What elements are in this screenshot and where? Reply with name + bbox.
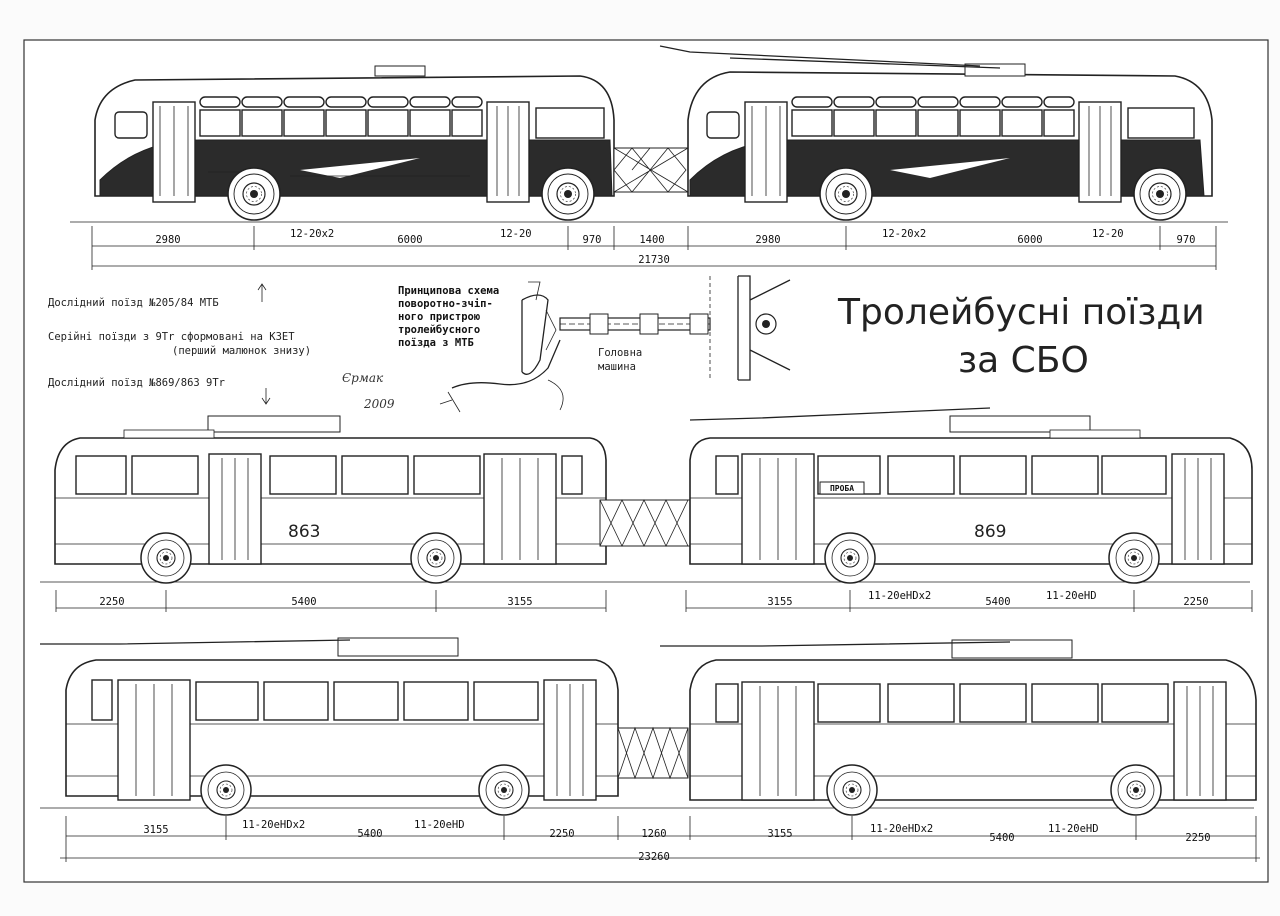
train3-tire-1: 11-20eHDx2 — [242, 819, 305, 831]
title-line-1: Тролейбусні поїзди — [837, 292, 1205, 333]
train1-total-length: 21730 — [638, 254, 670, 266]
train3-total-length: 23260 — [638, 851, 670, 863]
page-title: Тролейбусні поїзди за СБО — [837, 292, 1205, 381]
train3-dim-5: 3155 — [767, 828, 792, 840]
train2-dim-2: 5400 — [291, 596, 316, 608]
train1-dimension-row — [91, 226, 1217, 270]
coupler-note-line2: поворотно-зчіп- — [398, 298, 493, 310]
legend-item-869-863: Дослідний поїзд №869/863 9Тr — [48, 377, 225, 389]
train2-accordion-coupler — [599, 499, 691, 547]
train3-dimension-row — [60, 816, 1260, 862]
car-863: 863 — [54, 415, 607, 565]
train2-tire-2: 11-20eHD — [1046, 590, 1097, 602]
signature-year: 2009 — [363, 397, 395, 411]
signature: Єрмак 2009 — [342, 371, 395, 411]
train1-dim-2: 6000 — [397, 234, 422, 246]
legend-item-serial-sub: (перший малюнок знизу) — [172, 345, 311, 357]
coupler-note-line3: ного пристрою — [398, 311, 480, 323]
signature-name: Єрмак — [342, 371, 384, 385]
train3-dim-4: 1260 — [641, 828, 666, 840]
train1-dim-4: 1400 — [639, 234, 664, 246]
train2-dimension-row — [55, 590, 1253, 612]
train1-dim-3: 970 — [583, 234, 602, 246]
train3-tire-2: 11-20eHD — [414, 819, 465, 831]
fleet-number-869: 869 — [974, 522, 1006, 542]
train2-dim-4: 3155 — [767, 596, 792, 608]
serial-lead-car — [660, 639, 1257, 801]
arrow-down-icon — [261, 388, 271, 405]
train2-tire-1: 11-20eHDx2 — [868, 590, 931, 602]
mtb-accordion-coupler — [613, 147, 689, 193]
train1-dim-7: 970 — [1177, 234, 1196, 246]
train-9tr-serial: 3155 5400 2250 1260 3155 5400 2250 23260… — [40, 637, 1260, 863]
train3-dim-6: 5400 — [989, 832, 1014, 844]
serial-trailer-car — [40, 637, 619, 801]
arrow-up-icon — [257, 283, 267, 302]
train3-dim-1: 3155 — [143, 824, 168, 836]
legend: Дослідний поїзд №205/84 МТБ Серійні поїз… — [48, 283, 311, 405]
train3-dim-7: 2250 — [1185, 832, 1210, 844]
legend-item-205-84: Дослідний поїзд №205/84 МТБ — [48, 297, 219, 309]
title-line-2: за СБО — [958, 340, 1089, 381]
train1-tire-2: 12-20 — [500, 228, 532, 240]
mtb-lead-car — [94, 65, 615, 203]
train2-dim-5: 5400 — [985, 596, 1010, 608]
train1-dim-5: 2980 — [755, 234, 780, 246]
train3-dim-3: 2250 — [549, 828, 574, 840]
train1-tire-4: 12-20 — [1092, 228, 1124, 240]
coupler-schema: Принципова схема поворотно-зчіп- ного пр… — [398, 275, 791, 413]
mtb-window-row — [199, 96, 483, 137]
train2-dim-6: 2250 — [1183, 596, 1208, 608]
train2-dim-1: 2250 — [99, 596, 124, 608]
train1-dim-6: 6000 — [1017, 234, 1042, 246]
train3-dim-2: 5400 — [357, 828, 382, 840]
train3-tire-4: 11-20eHD — [1048, 823, 1099, 835]
train-mtb-205-84: 2980 6000 970 1400 2980 6000 970 21730 1… — [70, 45, 1228, 270]
mtb-trailer-car — [659, 45, 1213, 203]
train1-tire-3: 12-20x2 — [882, 228, 926, 240]
coupler-note-line5: поїзда з МТБ — [398, 337, 474, 349]
legend-item-serial: Серійні поїзди з 9Тr сформовані на КЗЕТ — [48, 331, 295, 343]
coupler-note-line4: тролейбусного — [398, 324, 480, 336]
lead-car-label-2: машина — [598, 361, 636, 373]
train-9tr-869-863: 863 — [40, 407, 1253, 612]
destination-plate: ПРОБА — [830, 484, 854, 493]
lead-car-label-1: Головна — [598, 347, 642, 359]
train3-tire-3: 11-20eHDx2 — [870, 823, 933, 835]
train2-dim-3: 3155 — [507, 596, 532, 608]
coupler-note-line1: Принципова схема — [398, 285, 499, 297]
mtb-trailer-window-row — [791, 96, 1075, 137]
car-869: ПРОБА 869 — [689, 407, 1253, 565]
train1-dim-1: 2980 — [155, 234, 180, 246]
train3-accordion-coupler — [617, 726, 689, 780]
fleet-number-863: 863 — [288, 522, 320, 542]
train1-tire-1: 12-20x2 — [290, 228, 334, 240]
